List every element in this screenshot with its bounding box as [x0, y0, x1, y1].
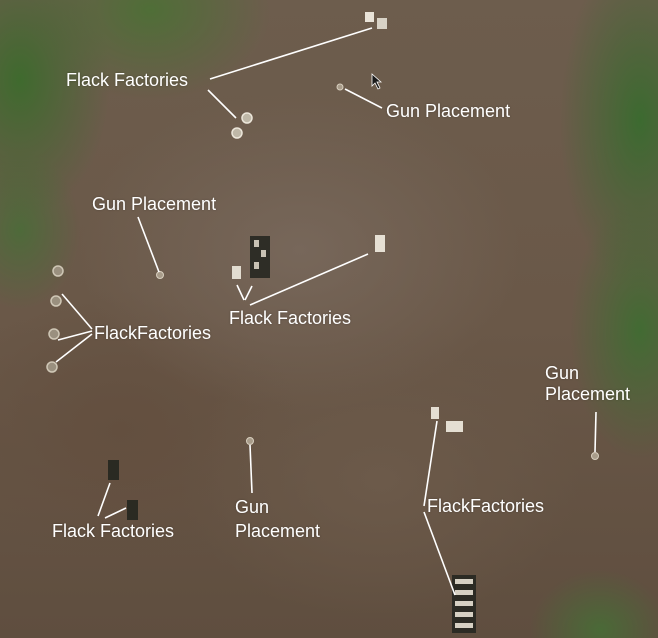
mouse-cursor [371, 73, 383, 90]
gun-emplacement [156, 271, 164, 279]
leader-line [423, 511, 456, 596]
label-text-line2: Placement [235, 521, 321, 541]
label-text: FlackFactories [427, 496, 545, 516]
label-text-line2: Placement [545, 384, 631, 404]
leader-lines [55, 27, 597, 596]
label-text: Gun [235, 497, 270, 517]
flack-factory-building [431, 407, 439, 419]
label-flack-factories-top: Flack Factories [66, 70, 188, 91]
label-gun-placement-right: Gun Placement [545, 363, 630, 405]
flack-factory-building [254, 240, 259, 247]
gun-emplacement [246, 437, 254, 445]
label-flack-factories-center: Flack Factories [229, 308, 351, 329]
flack-factory-building [455, 623, 473, 628]
gun-emplacement [50, 295, 62, 307]
gun-emplacement [48, 328, 60, 340]
leader-line [61, 293, 93, 330]
flack-factory-building [250, 236, 270, 278]
leader-line [137, 216, 160, 273]
gun-emplacement [231, 127, 243, 139]
flack-factory-building [375, 235, 385, 252]
flack-factory-building [377, 18, 387, 29]
flack-factory-building [455, 601, 473, 606]
label-text: Gun Placement [92, 194, 217, 214]
flack-factory-building [365, 12, 374, 22]
flack-factory-building [254, 262, 259, 269]
label-flack-factories-bottom-left: Flack Factories [52, 521, 174, 542]
label-text: FlackFactories [94, 323, 212, 343]
leader-line [249, 444, 253, 494]
label-gun-placement-bottom: Gun Placement [235, 497, 320, 542]
flack-factory-building [455, 579, 473, 584]
leader-line [244, 285, 253, 301]
label-gun-placement-top: Gun Placement [386, 101, 510, 122]
label-text: Flack Factories [229, 308, 352, 328]
gun-emplacement [46, 361, 58, 373]
leader-line [236, 284, 245, 301]
leader-line [104, 507, 127, 519]
flack-factory-building [232, 266, 241, 279]
label-flack-factories-bottom-right: FlackFactories [427, 496, 544, 517]
leader-line [57, 330, 93, 341]
leader-line [249, 253, 369, 306]
leader-line [594, 411, 597, 453]
leader-line [97, 482, 111, 517]
flack-factory-building [446, 421, 463, 432]
leader-line [423, 420, 438, 507]
gun-emplacement [591, 452, 599, 460]
label-gun-placement-left: Gun Placement [92, 194, 216, 215]
leader-line [209, 27, 373, 80]
gun-emplacement [336, 83, 344, 91]
leader-line [344, 88, 383, 109]
flack-factory-building [108, 460, 119, 480]
leader-line [55, 333, 93, 363]
flack-factory-building [127, 500, 138, 520]
flack-factory-building [455, 590, 473, 595]
label-text: Flack Factories [52, 521, 175, 541]
gun-emplacement [52, 265, 64, 277]
label-flack-factories-left: FlackFactories [94, 323, 211, 344]
label-text: Gun Placement [386, 101, 511, 121]
flack-factory-building [261, 250, 266, 257]
label-text: Flack Factories [66, 70, 189, 90]
gun-emplacement [241, 112, 253, 124]
label-text: Gun [545, 363, 580, 383]
leader-line [207, 89, 237, 119]
map-features [46, 12, 599, 633]
flack-factory-building [455, 612, 473, 617]
